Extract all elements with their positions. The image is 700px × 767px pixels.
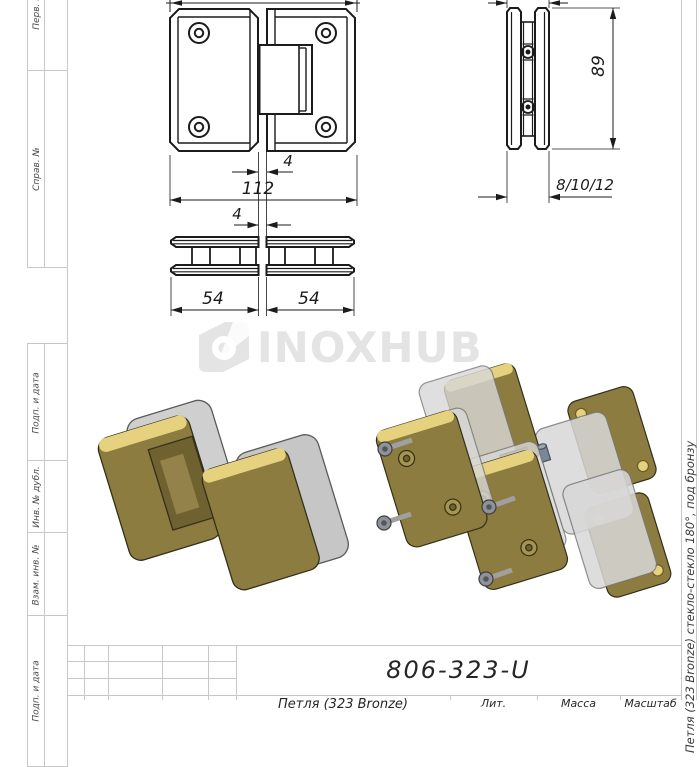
dim-front-gap: 4 <box>283 152 293 170</box>
dim-plan-right: 54 <box>298 289 320 309</box>
part-name: Петля (323 Bronze) <box>278 697 408 712</box>
front-dimensions: 4 112 <box>166 0 360 237</box>
title-block-col-line <box>162 645 163 700</box>
title-block-header-scale: Масштаб <box>624 697 677 710</box>
dim-plan-gap: 4 <box>232 205 242 223</box>
exploded-screws <box>376 437 516 587</box>
iso-left-plate <box>97 415 222 561</box>
graph-cell-podp-data-1: Подп. и дата <box>27 343 68 462</box>
graph-cell-inv-dubl: Инв. № дубл. <box>27 460 68 534</box>
iso-exploded-view <box>375 363 672 598</box>
side-screw-icon <box>521 45 535 114</box>
graph-cell-sprav: Справ. № <box>27 70 68 268</box>
watermark-brand-text: INOXHUB <box>257 322 483 372</box>
title-block-row-line <box>67 678 236 679</box>
graph-cell-label: Перв. примен. <box>28 0 45 71</box>
plan-dimensions: 4 54 54 <box>170 205 355 316</box>
frame-line-outer-right <box>696 0 697 700</box>
dim-side-height: 89 <box>589 55 609 77</box>
title-block-header-mass: Масса <box>560 697 597 710</box>
graph-cell-label: Инв. № дубл. <box>31 466 42 528</box>
graph-cell-podp-data-2: Подп. и дата <box>27 615 68 767</box>
title-block-col-line <box>620 695 621 700</box>
graph-cell-label: Подп. и дата <box>31 371 42 434</box>
dim-plan-left: 54 <box>202 289 224 309</box>
title-block-header-lit: Лит. <box>480 697 507 710</box>
side-vertical-title: Петля (323 Bronze) стекло-стекло 180°, п… <box>683 440 697 753</box>
dim-front-width: 112 <box>242 179 274 199</box>
dim-side-glass: 8/10/12 <box>556 176 614 194</box>
title-block-col-line <box>450 695 451 700</box>
graph-cell-vzam-inv: Взам. инв. № <box>27 532 68 617</box>
pin-screw <box>536 443 552 463</box>
drawing-sheet: { "document": { "designation": "806-323-… <box>27 0 697 767</box>
graph-cell-perv-primen: Перв. примен. <box>27 0 68 72</box>
screw-hole-icon <box>188 22 337 138</box>
iso-assembled-view <box>97 399 350 591</box>
side-view <box>506 7 550 150</box>
title-block-col-line <box>537 695 538 700</box>
iso-knuckle <box>147 435 218 531</box>
frame-line-inner-right <box>681 0 682 700</box>
graph-cell-label: Подп. и дата <box>31 660 42 722</box>
iso-right-plate <box>201 448 320 591</box>
title-block-row-line <box>67 695 681 696</box>
graph-cell-label: Взам. инв. № <box>31 543 42 606</box>
title-block-col-line <box>208 645 209 700</box>
title-block-row-line <box>67 661 236 662</box>
part-designation: 806-323-U <box>386 656 531 684</box>
front-view <box>169 8 356 152</box>
inoxhub-logo-icon <box>199 322 249 372</box>
title-block-col-line <box>108 645 109 700</box>
title-block-top-border <box>67 645 681 646</box>
title-block-col-line <box>236 645 237 700</box>
side-dimensions: 89 8/10/12 <box>478 0 620 203</box>
graph-cell-label: Справ. № <box>31 147 42 191</box>
title-block-col-line <box>84 645 85 700</box>
brand-watermark: INOXHUB <box>199 322 483 372</box>
plan-view <box>170 236 355 276</box>
